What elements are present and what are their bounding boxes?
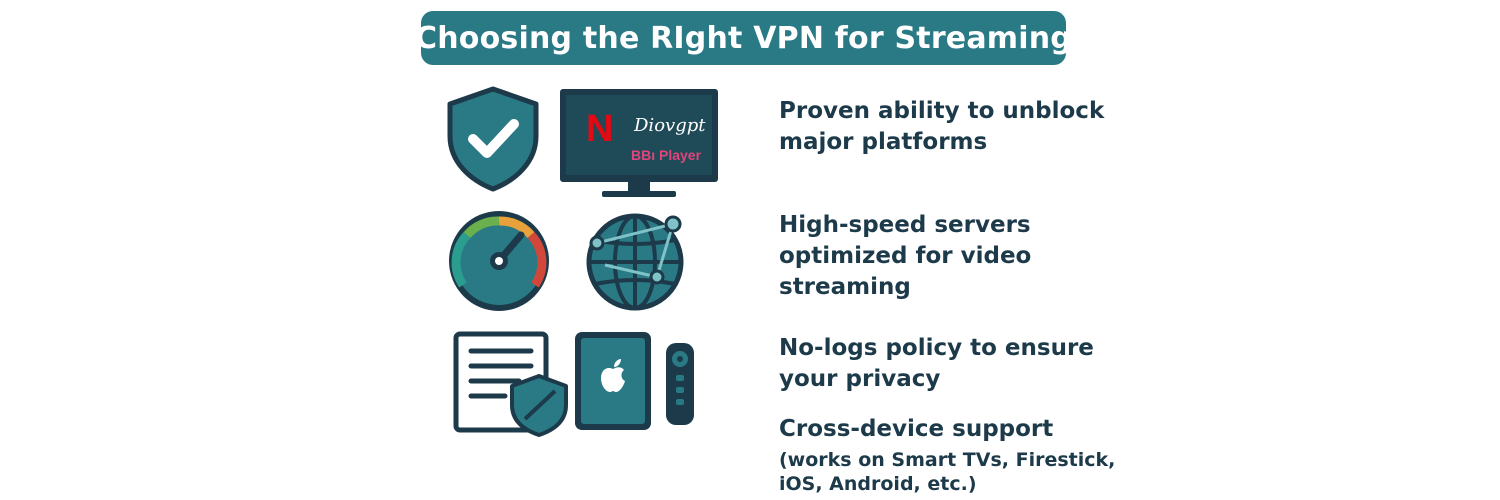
shield-check-icon xyxy=(444,86,542,192)
tv-streaming-icon: N Diovgpt BBı Player xyxy=(558,87,720,199)
feature-line: your privacy xyxy=(779,366,941,392)
disney-logo: Diovgpt xyxy=(634,115,706,136)
feature-subline: iOS, Android, etc.) xyxy=(779,473,977,495)
feature-line: No-logs policy to ensure xyxy=(779,335,1094,361)
tablet-apple-icon xyxy=(572,329,654,433)
feature-line: Proven ability to unblock xyxy=(779,98,1105,124)
speedometer-icon xyxy=(445,207,553,315)
bbc-iplayer-logo: BBı Player xyxy=(631,147,702,163)
feature-unblock-platforms: Proven ability to unblock major platform… xyxy=(779,96,1104,158)
remote-control-icon xyxy=(664,341,696,427)
globe-network-icon xyxy=(583,210,689,312)
netflix-logo: N xyxy=(586,108,614,150)
feature-line: major platforms xyxy=(779,129,988,155)
feature-line: streaming xyxy=(779,274,911,300)
feature-line: Cross-device support xyxy=(779,416,1054,442)
feature-line: High-speed servers xyxy=(779,212,1031,238)
feature-high-speed-servers: High-speed servers optimized for video s… xyxy=(779,210,1031,303)
feature-line: optimized for video xyxy=(779,243,1032,269)
feature-no-logs-policy: No-logs policy to ensure your privacy xyxy=(779,333,1094,395)
feature-subline: (works on Smart TVs, Firestick, xyxy=(779,449,1116,471)
page-title: Choosing the RIght VPN for Streaming xyxy=(415,11,1072,65)
document-shield-icon xyxy=(453,331,571,437)
feature-cross-device-support: Cross-device support (works on Smart TVs… xyxy=(779,414,1115,499)
